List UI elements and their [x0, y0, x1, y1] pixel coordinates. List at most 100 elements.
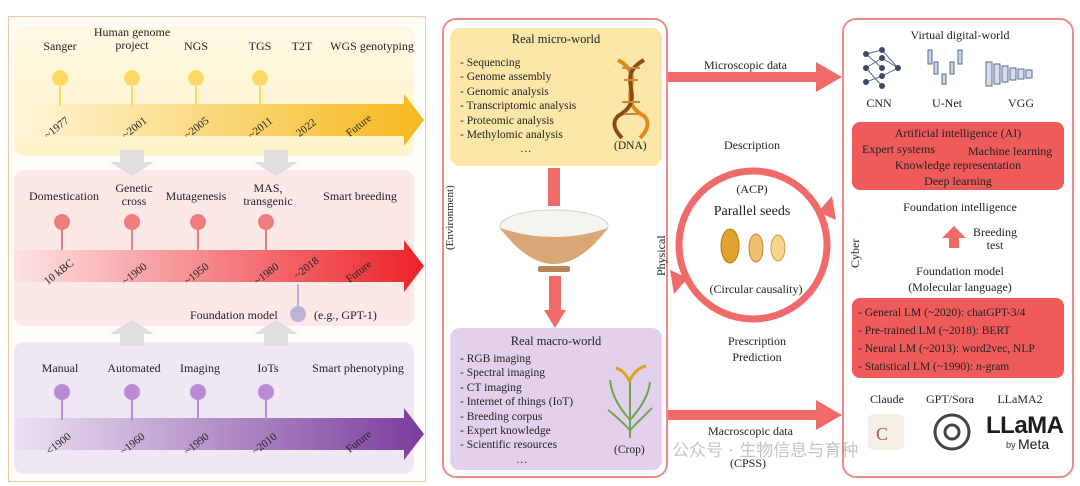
foundation-model-title: Foundation model [916, 264, 1004, 278]
ai-expert-systems: Expert systems [862, 142, 935, 156]
micro-item-sequencing: - Sequencing [460, 57, 521, 69]
genotyping-arrow [14, 94, 424, 146]
milestone-wgs: WGS genotyping [330, 39, 414, 53]
pin-sanger [52, 70, 68, 86]
unet-label: U-Net [932, 96, 962, 110]
micro-world-title: Real micro-world [511, 32, 601, 46]
milestone-ngs: NGS [183, 39, 208, 53]
macro-world-title: Real macro-world [510, 334, 602, 348]
band-connector-arrows-2 [110, 320, 298, 346]
microscopic-data-label: Microscopic data [704, 58, 787, 72]
pin-human-genome [124, 70, 140, 86]
milestone-manual: Manual [41, 361, 79, 375]
lm-box [852, 298, 1064, 378]
crop-tag: (Crop) [614, 444, 645, 456]
milestone-domestication: Domestication [29, 189, 99, 203]
virtual-world-title: Virtual digital-world [910, 28, 1010, 42]
foundation-model-example: (e.g., GPT-1) [314, 308, 377, 322]
milestone-automated: Automated [107, 361, 161, 375]
foundation-intelligence-label: Foundation intelligence [903, 200, 1017, 214]
foundation-model-label: Foundation model [190, 308, 278, 322]
vgg-icon [985, 61, 1033, 87]
micro-item-ellipsis: … [520, 143, 532, 156]
lm-statistical: - Statistical LM (~1990): n-gram [858, 361, 1010, 373]
milestone-genetic-cross: Genetic cross [115, 181, 153, 208]
circular-causality-ring [670, 167, 836, 323]
lm-pretrained: - Pre-trained LM (~2018): BERT [858, 325, 1011, 337]
macro-item-spectral: - Spectral imaging [460, 367, 545, 380]
description-label: Description [724, 138, 780, 152]
pin-mutagenesis [190, 214, 206, 230]
ai-title: Artificial intelligence (AI) [894, 126, 1022, 140]
environment-label: (Environment) [444, 185, 456, 250]
micro-world-box [450, 28, 662, 166]
meta-logo: Meta [1018, 436, 1050, 452]
pin-genetic-cross [124, 214, 140, 230]
cnn-icon [863, 47, 901, 89]
macro-item-knowledge: - Expert knowledge [460, 425, 551, 438]
micro-item-genomic: - Genomic analysis [460, 85, 549, 98]
arrow-microscopic [668, 62, 842, 92]
milestone-tgs: TGS [248, 39, 272, 53]
up-arrow-icon [942, 226, 966, 248]
lm-general: - General LM (~2020): chatGPT-3/4 [858, 307, 1026, 319]
milestone-smart-breeding: Smart breeding [323, 189, 397, 203]
pin-foundation-model [290, 306, 306, 322]
band-connector-arrows [110, 150, 298, 176]
micro-item-methylomic: - Methylomic analysis [460, 129, 563, 142]
macro-item-ct: - CT imaging [460, 381, 522, 394]
micro-item-assembly: - Genome assembly [460, 71, 552, 84]
milestone-t2t: T2T [291, 39, 313, 53]
rice-bowl-icon [499, 209, 609, 272]
pin-imaging [190, 384, 206, 400]
macro-item-corpus: - Breeding corpus [460, 410, 543, 423]
milestone-imaging: Imaging [180, 361, 220, 375]
macroscopic-data-label: Macroscopic data [708, 424, 793, 438]
macro-world-box [450, 328, 662, 470]
pin-domestication [54, 214, 70, 230]
phenotyping-arrow [14, 408, 424, 460]
ai-deep-learning: Deep learning [924, 174, 992, 188]
macro-world-list: - RGB imaging - Spectral imaging - CT im… [460, 352, 573, 467]
physical-label: Physical [654, 235, 668, 276]
parallel-seeds-label: Parallel seeds [713, 204, 791, 219]
dna-icon [612, 58, 650, 140]
unet-icon [927, 49, 963, 85]
arrow-micro-down [548, 168, 560, 206]
micro-item-transcriptomic: - Transcriptomic analysis [460, 100, 577, 113]
openai-logo-icon [933, 413, 971, 451]
acp-label: (ACP) [736, 182, 768, 196]
pin-tgs [252, 70, 268, 86]
llama2-label: LLaMA2 [997, 392, 1043, 406]
macro-item-resources: - Scientific resources [460, 439, 558, 452]
breeding-test-label: Breeding test [973, 225, 1017, 252]
pin-automated [124, 384, 140, 400]
cyber-panel [842, 18, 1074, 478]
rice-plant-icon [607, 364, 653, 438]
claude-label: Claude [870, 392, 904, 406]
by-label: by [1006, 440, 1016, 450]
milestone-sanger: Sanger [43, 39, 77, 53]
claude-logo-icon: C [868, 414, 904, 450]
prediction-label: Prediction [732, 350, 782, 364]
ai-machine-learning: Machine learning [968, 144, 1053, 158]
prescription-label: Prescription [728, 334, 786, 348]
pin-manual [54, 384, 70, 400]
pin-ngs [188, 70, 204, 86]
pin-iots [258, 384, 274, 400]
breeding-band [14, 170, 414, 326]
lm-list: - General LM (~2020): chatGPT-3/4 - Pre-… [858, 304, 1035, 376]
gpt-sora-label: GPT/Sora [926, 392, 974, 406]
phenotyping-band [14, 342, 414, 474]
dna-tag: (DNA) [614, 140, 647, 152]
breeding-arrow [14, 240, 424, 292]
vgg-label: VGG [1008, 96, 1034, 110]
llama-logo: LLaMA [986, 412, 1064, 439]
molecular-language-label: (Molecular language) [908, 280, 1012, 294]
milestone-smart-phenotyping: Smart phenotyping [312, 361, 404, 375]
circular-causality-label: (Circular causality) [709, 282, 803, 296]
micro-world-list: - Sequencing - Genome assembly - Genomic… [460, 56, 576, 157]
seeds-icon [720, 228, 786, 264]
milestone-mas: MAS, transgenic [243, 181, 293, 208]
lm-neural: - Neural LM (~2013): word2vec, NLP [858, 343, 1035, 355]
